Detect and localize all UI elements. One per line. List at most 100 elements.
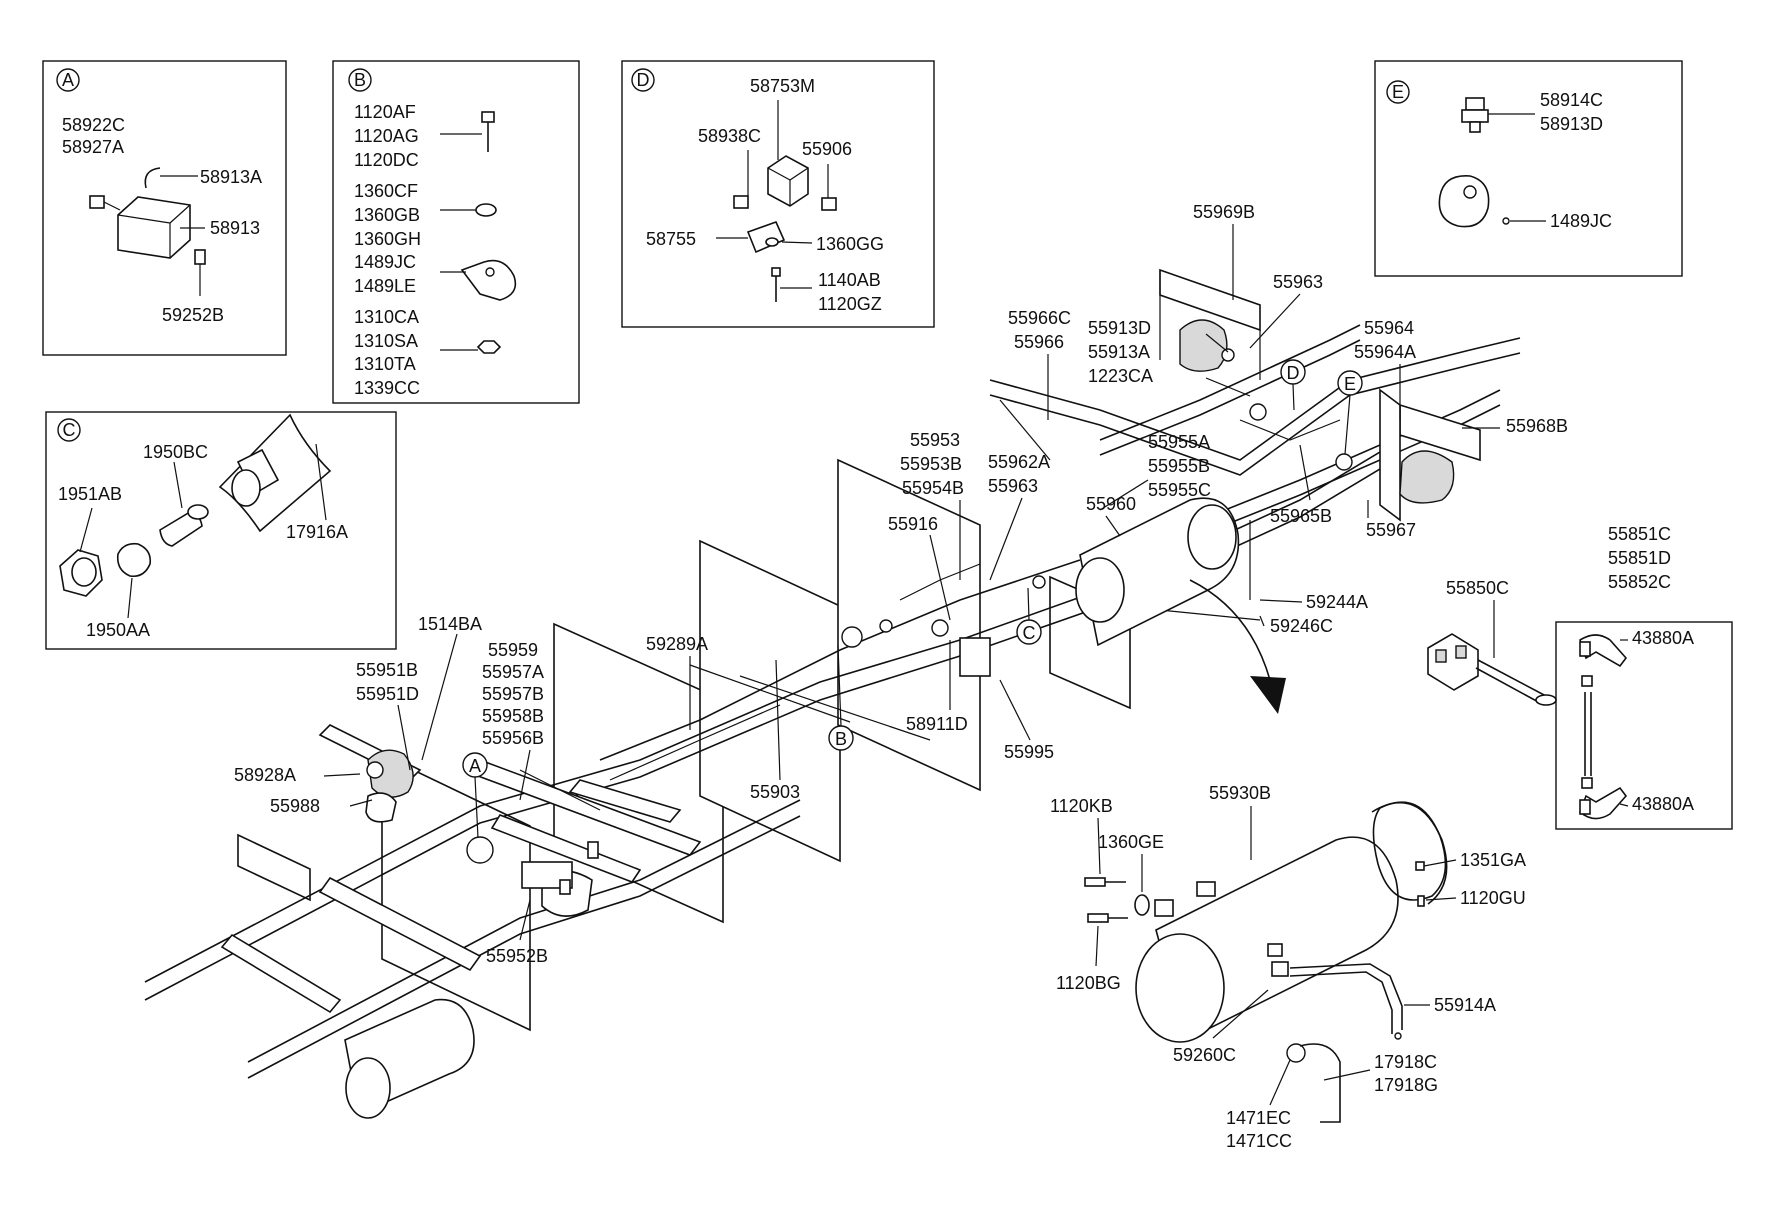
switch-illustration xyxy=(1438,97,1546,228)
callout-e-circle: E xyxy=(1386,80,1410,104)
part-label: 1360GB xyxy=(354,205,420,225)
part-label: 58914C xyxy=(1540,90,1603,110)
valve-block-illustration xyxy=(89,167,206,296)
callout-b-circle: B xyxy=(348,68,372,92)
part-label: 1120BG xyxy=(1056,973,1121,993)
part-label: 58913A xyxy=(200,167,262,187)
part-label: 59244A xyxy=(1306,592,1368,612)
detail-box-c: C 1950BC 1951AB 17916A 1950AA xyxy=(45,411,397,650)
part-label: 55851D xyxy=(1608,548,1671,568)
part-label: 55954B xyxy=(902,478,964,498)
part-label: 55851C xyxy=(1608,524,1671,544)
part-label: 55951D xyxy=(356,684,419,704)
part-label: 55953 xyxy=(910,430,960,450)
part-label: 55956B xyxy=(482,728,544,748)
part-label: 59252B xyxy=(162,305,224,325)
callout-label: D xyxy=(637,70,650,90)
part-label: 1223CA xyxy=(1088,366,1153,386)
part-label: 1360GG xyxy=(816,234,884,254)
part-label: 55958B xyxy=(482,706,544,726)
part-label: 55995 xyxy=(1004,742,1054,762)
callout-label: E xyxy=(1392,82,1404,102)
callout-b-circle: B xyxy=(828,725,854,751)
part-label: 1471CC xyxy=(1226,1131,1292,1151)
part-label: 1950AA xyxy=(86,620,150,640)
part-label: 55852C xyxy=(1608,572,1671,592)
part-label: 17916A xyxy=(286,522,348,542)
callout-label: E xyxy=(1344,374,1356,394)
part-label: 55957A xyxy=(482,662,544,682)
part-label: 55930B xyxy=(1209,783,1271,803)
part-label: 55988 xyxy=(270,796,320,816)
part-label: 55903 xyxy=(750,782,800,802)
part-label: 55968B xyxy=(1506,416,1568,436)
part-label: 1489JC xyxy=(1550,211,1612,231)
valve-illustration xyxy=(716,100,837,302)
callout-e-circle: E xyxy=(1337,370,1363,396)
callout-d-circle: D xyxy=(1280,359,1306,385)
part-label: 55962A xyxy=(988,452,1050,472)
part-label: 55952B xyxy=(486,946,548,966)
part-label: 55914A xyxy=(1434,995,1496,1015)
part-label: 1120AF xyxy=(354,102,416,122)
part-label: 55966 xyxy=(1014,332,1064,352)
hardware-illustrations xyxy=(440,111,517,354)
part-label: 17918G xyxy=(1374,1075,1438,1095)
part-label: 1140AB xyxy=(818,270,881,290)
callout-label: A xyxy=(469,756,481,776)
fitting-illustration xyxy=(59,413,332,619)
part-label: 1120GZ xyxy=(818,294,882,314)
part-label: 43880A xyxy=(1632,628,1694,648)
part-label: 1360GH xyxy=(354,229,421,249)
part-label: 58938C xyxy=(698,126,761,146)
part-label: 58755 xyxy=(646,229,696,249)
callout-label: C xyxy=(1023,623,1036,643)
part-label: 58753M xyxy=(750,76,815,96)
part-label: 1489LE xyxy=(354,276,416,296)
part-label: 1360CF xyxy=(354,181,418,201)
part-label: 55955C xyxy=(1148,480,1211,500)
part-label: 1120GU xyxy=(1460,888,1526,908)
part-label: 55913A xyxy=(1088,342,1150,362)
detail-box-b: B 1120AF 1120AG 1120DC 1360CF 1360GB 136… xyxy=(332,60,580,404)
main-leader-lines xyxy=(323,224,1500,941)
part-label: 55916 xyxy=(888,514,938,534)
callout-c-circle: C xyxy=(1016,619,1042,645)
part-label: 1120AG xyxy=(354,126,419,146)
main-part-labels: 55969B 55963 55966C 55966 55913D 55913A … xyxy=(234,202,1568,966)
part-label: 1310SA xyxy=(354,331,418,351)
part-label: 55957B xyxy=(482,684,544,704)
part-label: 1339CC xyxy=(354,378,420,398)
part-label: 55955A xyxy=(1148,432,1210,452)
callout-d-circle: D xyxy=(631,68,655,92)
air-tank-assembly: 55930B 1120KB 1360GE 1351GA 1120GU 1120B… xyxy=(1050,783,1526,1151)
callout-label: A xyxy=(62,70,74,90)
part-label: 58911D xyxy=(906,714,968,734)
part-label: 55906 xyxy=(802,139,852,159)
part-label: 55953B xyxy=(900,454,962,474)
part-label: 58922C xyxy=(62,115,125,135)
part-label: 55951B xyxy=(356,660,418,680)
detail-box-d: D 58753M 58938C 55906 58755 1360GG 1140A… xyxy=(621,60,935,328)
part-label: 1951AB xyxy=(58,484,122,504)
part-label: 1310CA xyxy=(354,307,419,327)
part-label: 55960 xyxy=(1086,494,1136,514)
main-callouts: A B C D E xyxy=(462,359,1363,839)
callout-label: C xyxy=(63,420,76,440)
part-label: 55969B xyxy=(1193,202,1255,222)
part-label: 55850C xyxy=(1446,578,1509,598)
detail-box-a: A 58922C 58927A 58913A 58913 59252B xyxy=(42,60,287,356)
part-label: 58913 xyxy=(210,218,260,238)
part-label: 59289A xyxy=(646,634,708,654)
part-label: 55966C xyxy=(1008,308,1071,328)
part-label: 55964A xyxy=(1354,342,1416,362)
part-label: 55955B xyxy=(1148,456,1210,476)
part-label: 55959 xyxy=(488,640,538,660)
callout-a-circle: A xyxy=(462,752,488,778)
callout-label: D xyxy=(1287,363,1300,383)
detail-box-e: E 58914C 58913D 1489JC xyxy=(1374,60,1683,277)
part-label: 55913D xyxy=(1088,318,1151,338)
part-label: 1514BA xyxy=(418,614,482,634)
callout-label: B xyxy=(354,70,366,90)
